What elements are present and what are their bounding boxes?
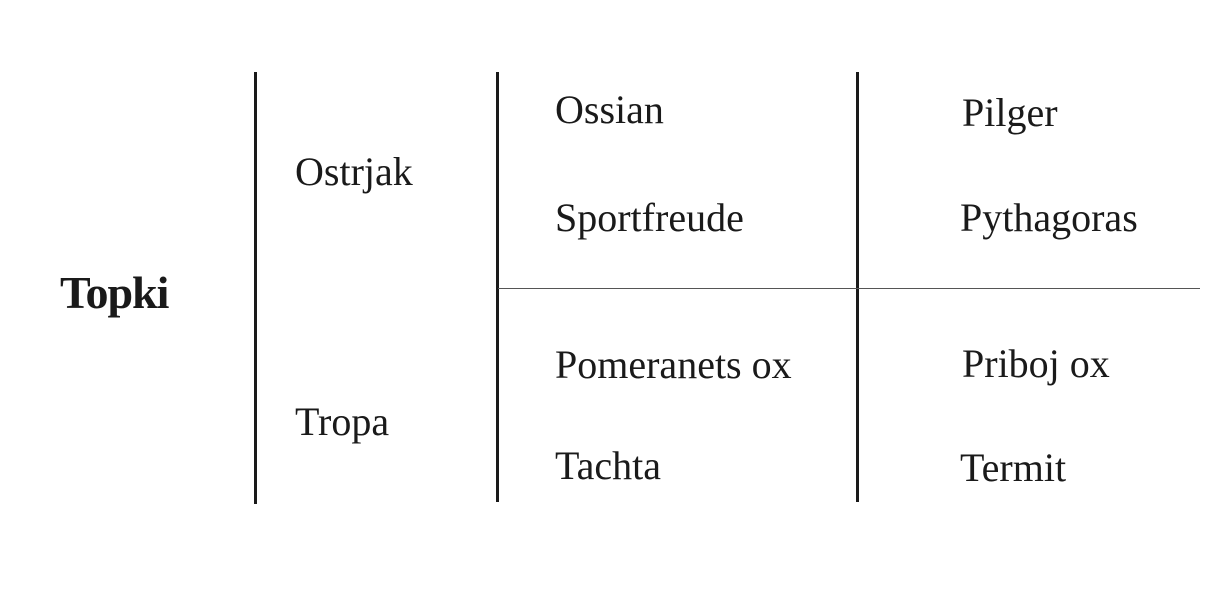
leaf-sportfreude: Sportfreude xyxy=(555,195,744,240)
group-label-tropa: Tropa xyxy=(295,399,390,444)
group-separator-line xyxy=(498,288,1200,289)
leaf-tachta: Tachta xyxy=(555,443,662,488)
divider-line-1 xyxy=(254,72,257,504)
leaf-pomeranets-ox: Pomeranets ox xyxy=(555,342,792,387)
divider-line-2 xyxy=(496,72,499,502)
leaf-pilger: Pilger xyxy=(962,90,1058,135)
divider-line-3 xyxy=(856,72,859,502)
leaf-priboj-ox: Priboj ox xyxy=(962,341,1110,386)
leaf-pythagoras: Pythagoras xyxy=(960,195,1138,240)
leaf-ossian: Ossian xyxy=(555,87,664,132)
leaf-termit: Termit xyxy=(960,445,1067,490)
group-label-ostrjak: Ostrjak xyxy=(295,149,413,194)
root-label: Topki xyxy=(60,267,169,318)
